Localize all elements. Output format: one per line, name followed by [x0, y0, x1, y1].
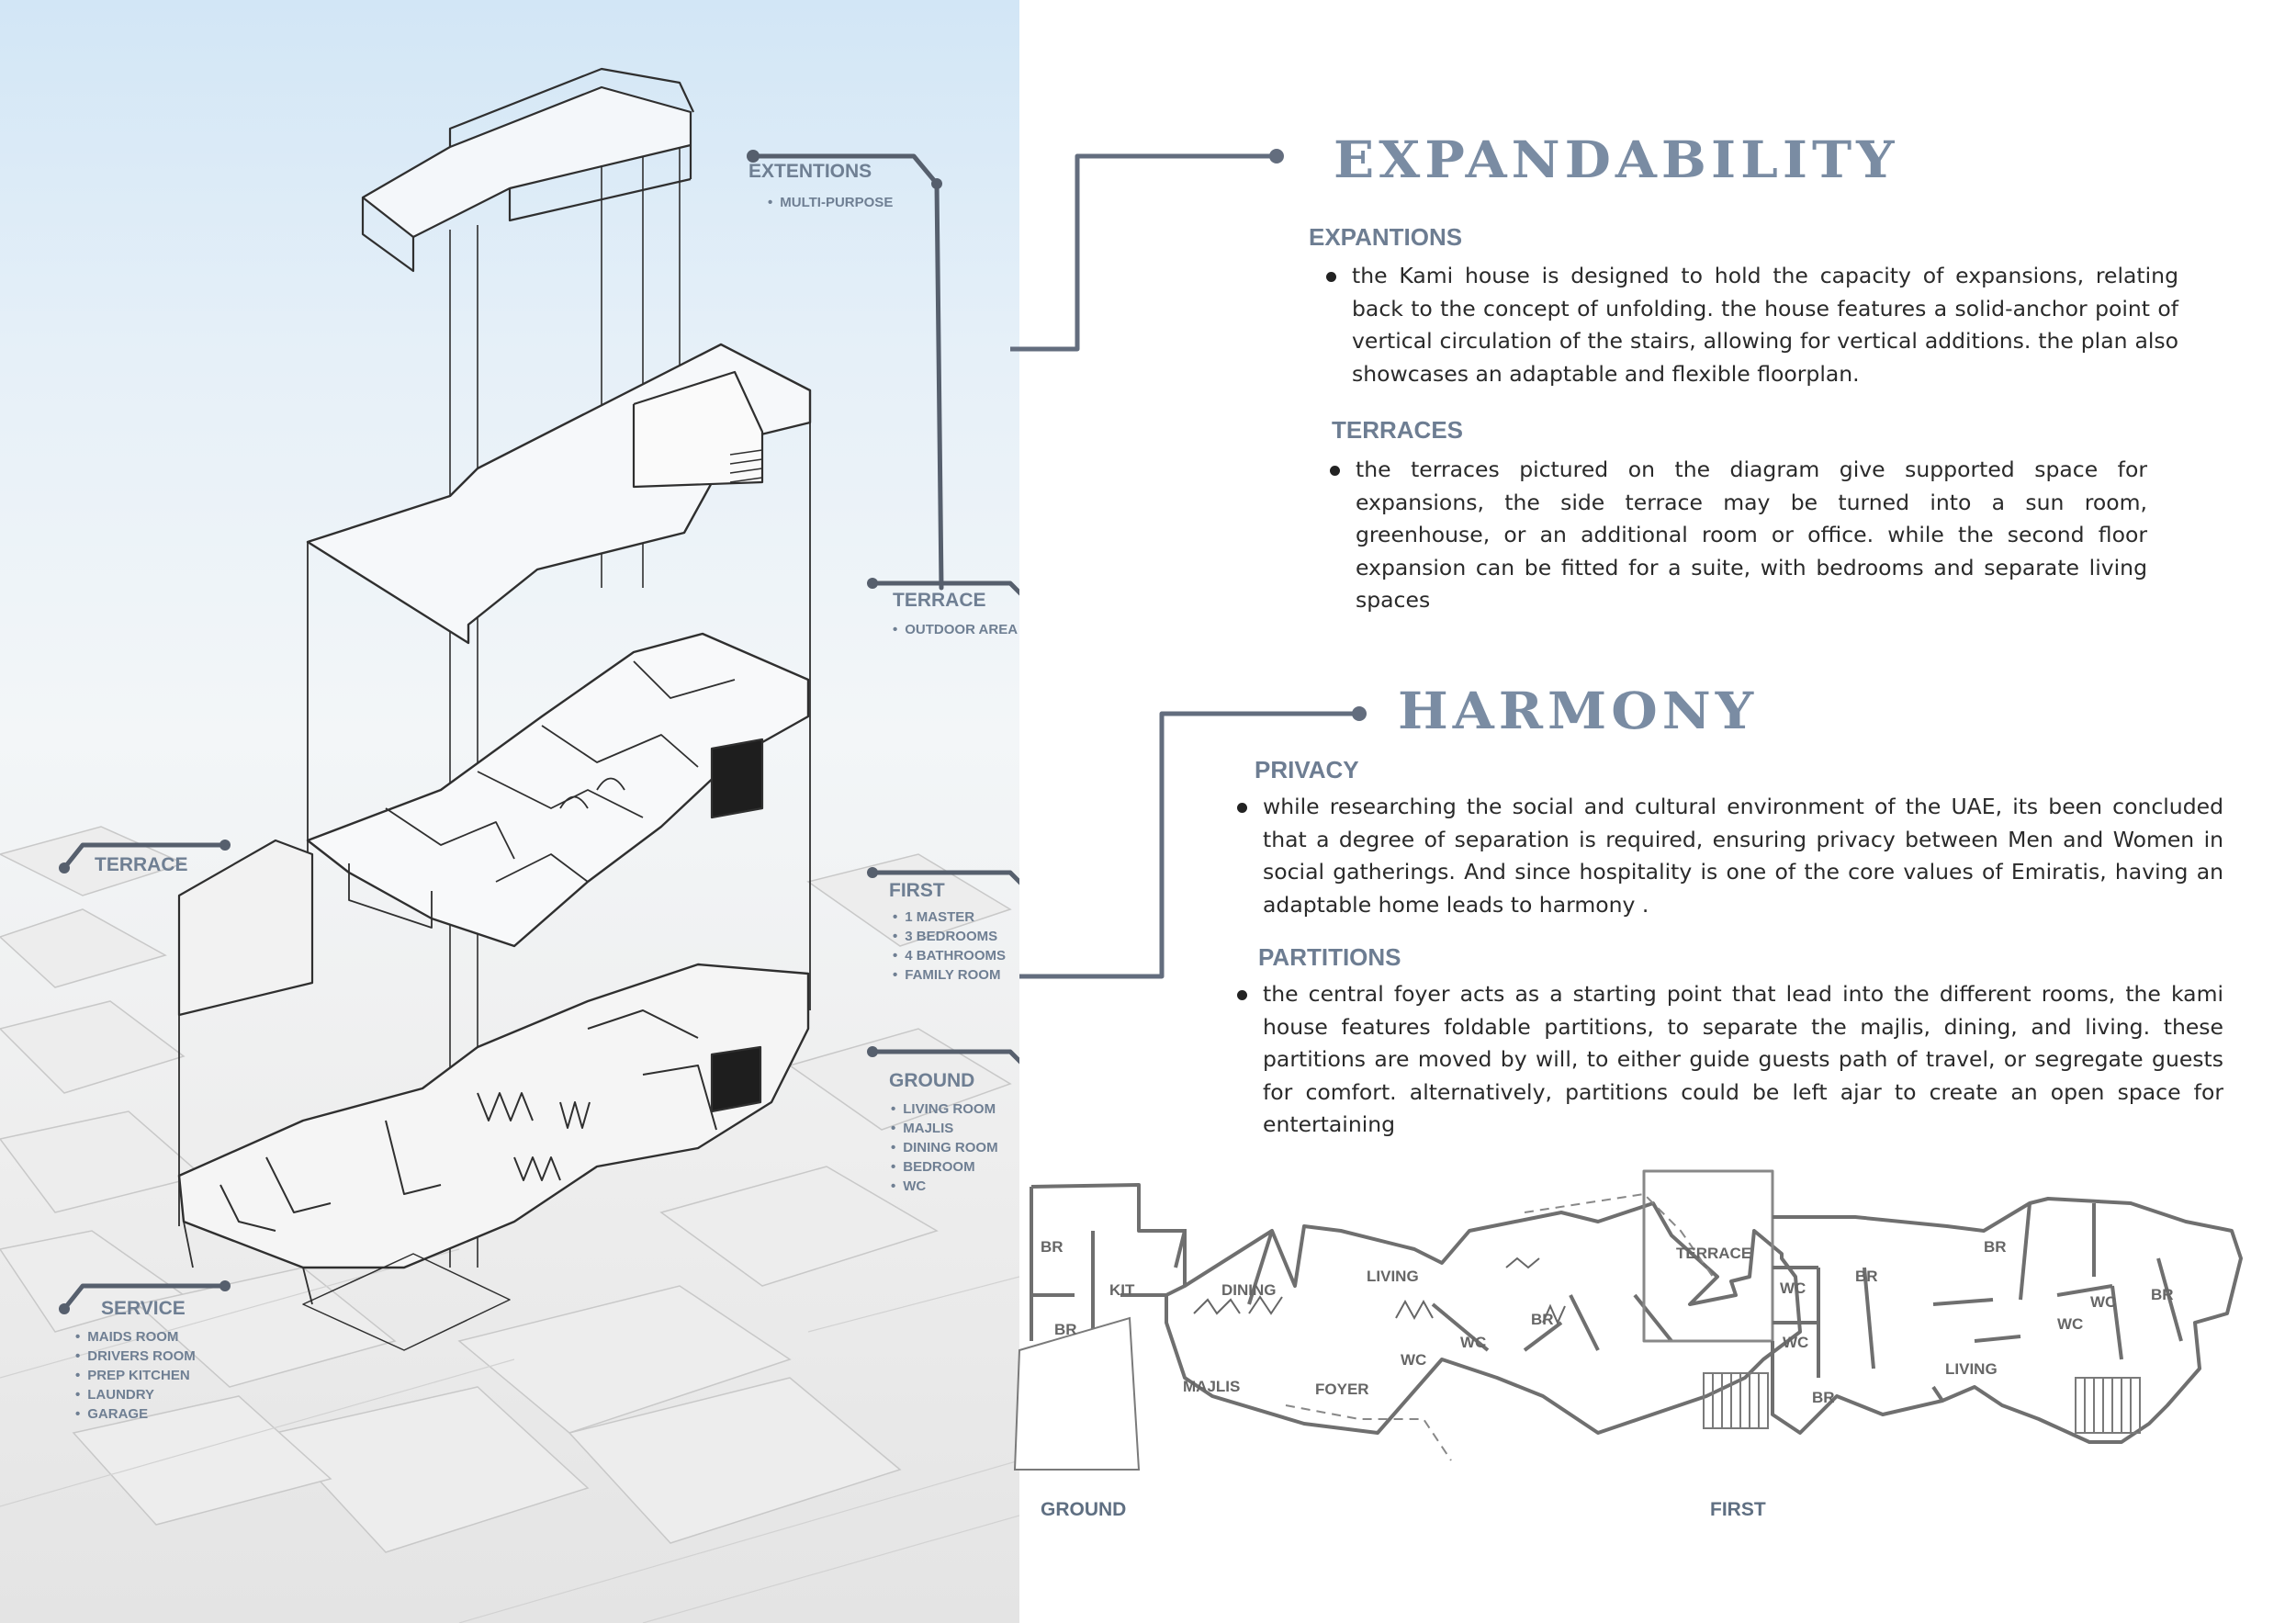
room-label: WC [1401, 1351, 1427, 1369]
list-item: 3 BEDROOMS [893, 927, 1006, 946]
room-label: BR [1531, 1311, 1554, 1328]
ground-partitions [1193, 1257, 1566, 1325]
label-extentions: EXTENTIONS [748, 161, 872, 182]
list-item: MULTI-PURPOSE [768, 193, 893, 212]
list-first: 1 MASTER 3 BEDROOMS 4 BATHROOMS FAMILY R… [893, 907, 1006, 985]
room-label: BR [1041, 1238, 1064, 1256]
text-terraces: the terraces pictured on the diagram giv… [1330, 454, 2147, 617]
room-label: WC [1783, 1334, 1809, 1351]
label-ground: GROUND [889, 1070, 975, 1091]
room-label: BR [1855, 1268, 1878, 1285]
heading-privacy: PRIVACY [1255, 756, 1359, 783]
label-first: FIRST [889, 880, 945, 901]
room-label: BR [1054, 1321, 1077, 1338]
first-floor-plan [1642, 1169, 2243, 1444]
room-label: WC [1780, 1279, 1806, 1297]
first-stair [2075, 1377, 2141, 1434]
room-label: WC [2090, 1293, 2117, 1311]
room-label: LIVING [1367, 1268, 1419, 1285]
city-context [0, 826, 1012, 1553]
leader-lines-right [1010, 153, 1359, 979]
building-axonometric [177, 67, 812, 1351]
right-graphics [1010, 149, 2243, 1471]
label-service: SERVICE [101, 1298, 186, 1319]
axonometric-diagram [0, 67, 1019, 1623]
heading-partitions: PARTITIONS [1258, 943, 1401, 971]
list-item: LIVING ROOM [891, 1099, 998, 1119]
leader-dots-left [59, 150, 942, 1314]
list-ground: LIVING ROOM MAJLIS DINING ROOM BEDROOM W… [891, 1099, 998, 1196]
label-terrace-upper: TERRACE [893, 590, 986, 611]
list-item: GARAGE [75, 1404, 196, 1424]
list-item: DINING ROOM [891, 1138, 997, 1157]
heading-expantions: EXPANTIONS [1309, 223, 1463, 251]
list-item: LAUNDRY [75, 1385, 196, 1404]
ground-dashed-outline [1524, 1192, 1714, 1278]
title-expandability: EXPANDABILITY [1334, 130, 1899, 190]
list-item: PREP KITCHEN [75, 1366, 196, 1385]
axonometric-panel: EXTENTIONS MULTI-PURPOSE TERRACE OUTDOOR… [0, 0, 1019, 1623]
list-item: DRIVERS ROOM [75, 1347, 196, 1366]
room-label: BR [1812, 1389, 1835, 1406]
room-label: BR [2151, 1286, 2174, 1303]
list-item: MAIDS ROOM [75, 1327, 196, 1347]
title-harmony: HARMONY [1398, 681, 1759, 741]
list-item: MAJLIS [891, 1119, 998, 1138]
text-partitions: the central foyer acts as a starting poi… [1237, 978, 2223, 1142]
plan-caption-first: FIRST [1710, 1499, 1766, 1520]
room-label: FOYER [1315, 1381, 1369, 1398]
room-label: BR [1984, 1238, 2007, 1256]
room-label: WC [1460, 1334, 1487, 1351]
list-item: OUTDOOR AREA [893, 620, 1018, 639]
list-extentions: MULTI-PURPOSE [768, 193, 893, 212]
room-label: LIVING [1945, 1360, 1998, 1378]
leader-lines-left [62, 153, 1019, 1312]
text-expantions: the Kami house is designed to hold the c… [1326, 260, 2178, 390]
ground-stair [1703, 1372, 1769, 1429]
room-label: MAJLIS [1183, 1378, 1241, 1395]
room-label: DINING [1221, 1281, 1277, 1299]
room-label: WC [2057, 1315, 2084, 1333]
ground-dashed-outline [1285, 1404, 1452, 1461]
list-service: MAIDS ROOM DRIVERS ROOM PREP KITCHEN LAU… [75, 1327, 196, 1424]
ground-garage [1013, 1316, 1141, 1471]
text-privacy: while researching the social and cultura… [1237, 791, 2223, 921]
list-item: WC [891, 1177, 998, 1196]
leader-dots-right [1269, 149, 1367, 721]
label-terrace-side: TERRACE [95, 854, 188, 875]
room-label: TERRACE [1676, 1245, 1752, 1262]
list-terrace-upper: OUTDOOR AREA [893, 620, 1018, 639]
list-item: FAMILY ROOM [893, 965, 1006, 985]
heading-terraces: TERRACES [1332, 416, 1464, 444]
list-item: BEDROOM [891, 1157, 998, 1177]
plan-caption-ground: GROUND [1041, 1499, 1127, 1520]
room-label: KIT [1109, 1281, 1135, 1299]
list-item: 4 BATHROOMS [893, 946, 1006, 965]
ground-floor-plan [1030, 1183, 1802, 1435]
list-item: 1 MASTER [893, 907, 1006, 927]
